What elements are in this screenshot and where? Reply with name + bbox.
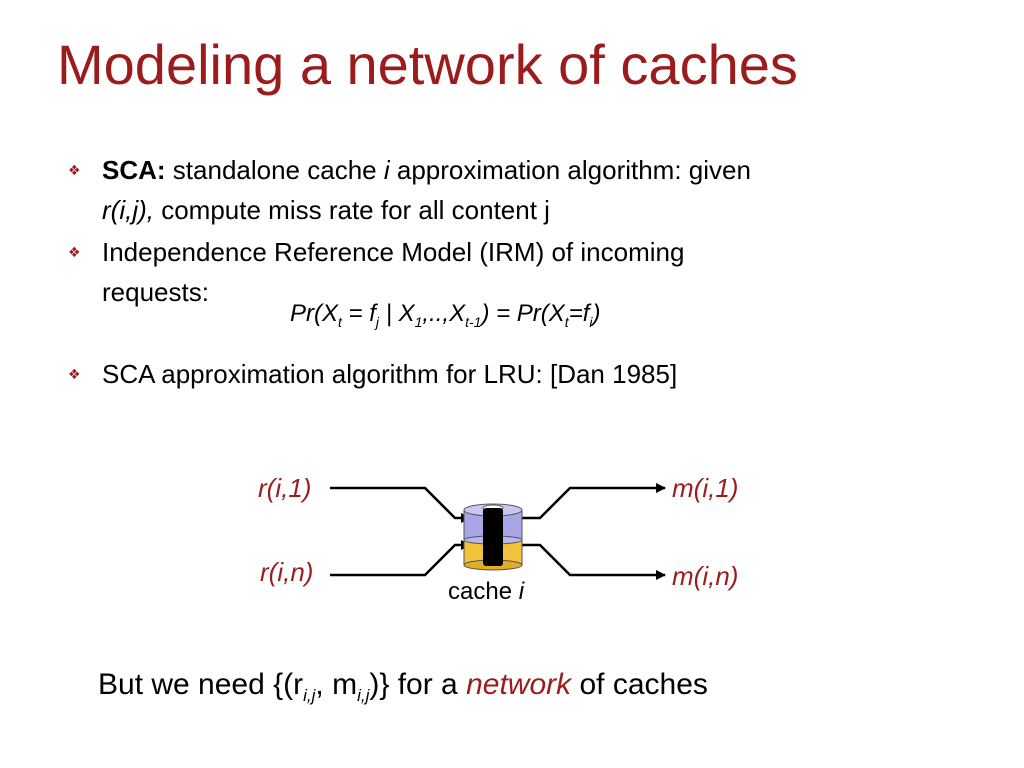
bullet-lru-line1: SCA approximation algorithm for LRU: [Da… [102, 359, 678, 389]
output-line-bottom [508, 543, 666, 580]
bullet-sca-line2: r(i,j), compute miss rate for all conten… [102, 190, 550, 230]
bullet-sca-line2-rest: compute miss rate for all content j [161, 195, 550, 225]
bullet-sca-line1: SCA: standalone cache i approximation al… [102, 150, 751, 190]
input-label-top: r(i,1) [258, 473, 312, 503]
bullet-sca-text-b: approximation algorithm: given [396, 155, 751, 185]
input-label-bottom: r(i,n) [260, 557, 314, 587]
irm-formula: Pr(Xt = fj | X1,..,Xt-1) = Pr(Xt=fi) [290, 300, 601, 330]
bullet-sca-lead: SCA: [102, 155, 166, 185]
network-emphasis: network [466, 668, 572, 701]
cache-label: cache i [448, 578, 525, 605]
bullet-sca-rij: r(i,j), [102, 195, 154, 225]
bottom-statement: But we need {(ri,j, mi,j)} for a network… [98, 668, 708, 705]
cache-cylinder-icon [463, 503, 523, 571]
input-line-top [330, 486, 471, 523]
bullet-irm-line2: requests: [102, 277, 209, 307]
bullet-sca-var-i: i [383, 155, 390, 185]
bullet-sca-text-a: standalone cache [172, 155, 377, 185]
bullet-irm-line1: Independence Reference Model (IRM) of in… [102, 237, 685, 267]
slide-title: Modeling a network of caches [57, 33, 798, 96]
output-label-top: m(i,1) [672, 473, 739, 503]
output-line-top [508, 483, 666, 520]
input-line-bottom [330, 540, 471, 577]
output-label-bottom: m(i,n) [672, 561, 739, 591]
